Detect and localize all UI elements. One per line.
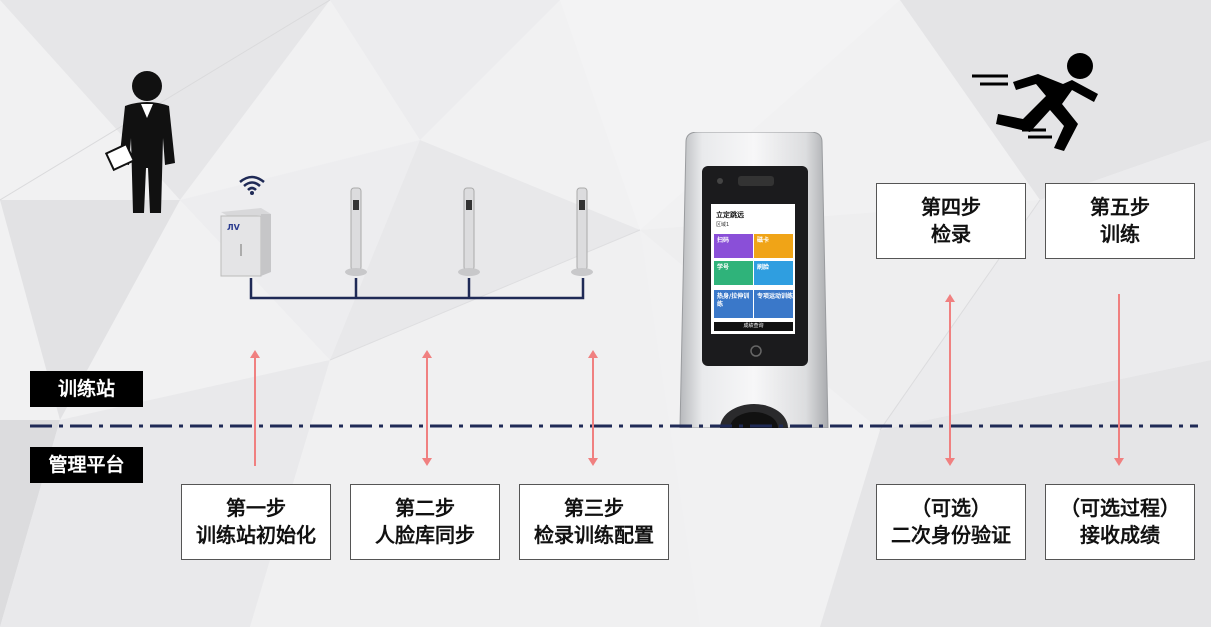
optional-results-desc: 接收成绩: [1080, 523, 1160, 547]
step2-title: 第二步: [395, 496, 455, 520]
step2-desc: 人脸库同步: [375, 523, 475, 547]
optional-verify-desc: 二次身份验证: [891, 523, 1011, 547]
step4-desc: 检录: [931, 222, 971, 246]
layer-separator: [30, 424, 1198, 428]
runner-icon: [972, 53, 1098, 151]
arrow-step2: [422, 350, 432, 466]
arrow-step1: [250, 350, 260, 466]
step1-init-box: 第一步 训练站初始化: [181, 484, 331, 560]
server-cabinet-icon: ЛV: [220, 208, 271, 277]
step4-checkin-box: 第四步 检录: [876, 183, 1026, 259]
step1-title: 第一步: [226, 496, 286, 520]
kiosk-tile-scan[interactable]: 扫码: [714, 234, 753, 258]
step3-title: 第三步: [564, 496, 624, 520]
pillar-terminal-2: [458, 187, 480, 276]
step5-training-box: 第五步 训练: [1045, 183, 1195, 259]
platform-label: 管理平台: [30, 447, 143, 483]
pillar-terminal-3: [571, 187, 593, 276]
optional-results-box: （可选过程） 接收成绩: [1045, 484, 1195, 560]
station-label: 训练站: [30, 371, 143, 407]
step3-desc: 检录训练配置: [534, 523, 654, 547]
step4-title: 第四步: [921, 195, 981, 219]
optional-verify-box: （可选） 二次身份验证: [876, 484, 1026, 560]
arrow-step5: [1114, 294, 1124, 466]
step2-face-sync-box: 第二步 人脸库同步: [350, 484, 500, 560]
kiosk-tile-id[interactable]: 学号: [714, 261, 753, 285]
network-connector: [249, 278, 585, 300]
kiosk-tile-special[interactable]: 专项运动训练: [754, 290, 793, 318]
kiosk-screen: 立定跳远 区域1 扫码 磁卡 学号 刷脸 热身/拉伸训练 专项运动训练 成绩查询: [711, 204, 795, 334]
kiosk-bottom-button[interactable]: 成绩查询: [714, 322, 793, 331]
kiosk-tile-warmup[interactable]: 热身/拉伸训练: [714, 290, 753, 318]
kiosk-tile-face[interactable]: 刷脸: [754, 261, 793, 285]
optional-results-title: （可选过程）: [1060, 496, 1180, 520]
kiosk-title: 立定跳远: [716, 211, 744, 219]
step1-desc: 训练站初始化: [196, 523, 316, 547]
optional-verify-title: （可选）: [911, 496, 991, 520]
svg-text:ЛV: ЛV: [227, 223, 241, 232]
wifi-icon: [239, 175, 265, 195]
arrow-step3: [588, 350, 598, 466]
kiosk-area: 区域1: [716, 222, 730, 228]
step3-config-box: 第三步 检录训练配置: [519, 484, 669, 560]
administrator-person-icon: [105, 71, 175, 213]
step5-desc: 训练: [1100, 222, 1140, 246]
step5-title: 第五步: [1090, 195, 1150, 219]
pillar-terminal-1: [345, 187, 367, 276]
kiosk-tile-card[interactable]: 磁卡: [754, 234, 793, 258]
arrow-step4: [945, 294, 955, 466]
